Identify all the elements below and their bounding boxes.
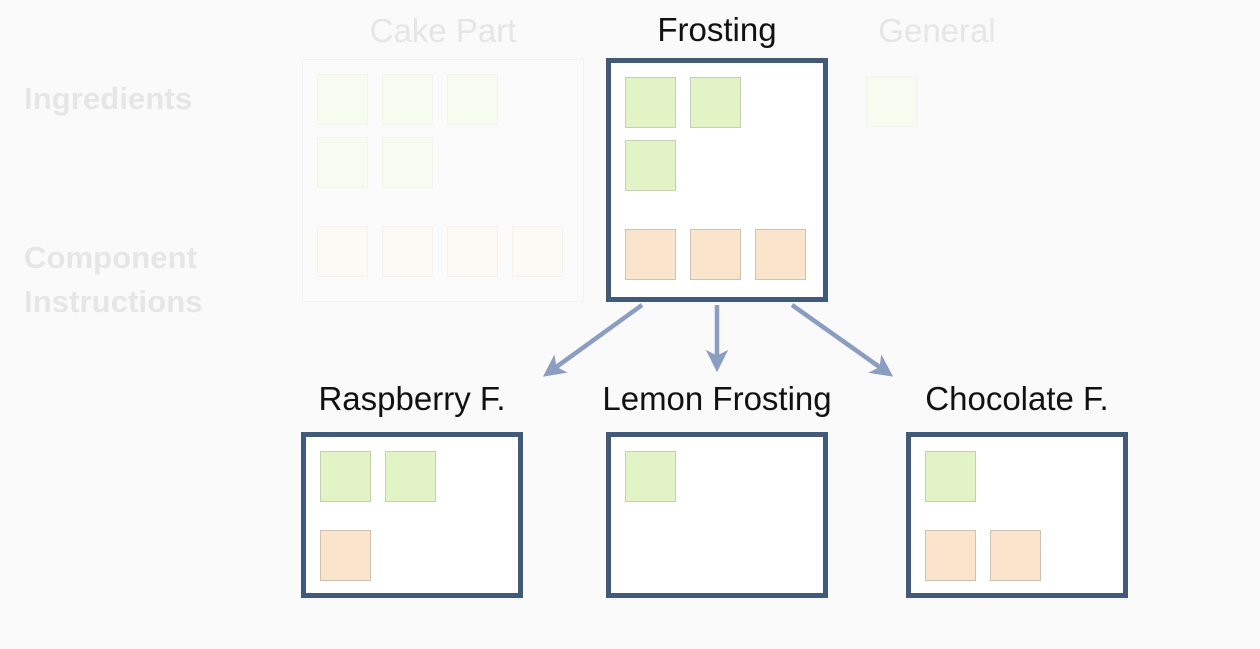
ingredient-chip-row bbox=[625, 77, 823, 128]
instruction-chip[interactable] bbox=[320, 530, 371, 581]
component-title-lemon-frosting[interactable]: Lemon Frosting bbox=[602, 380, 832, 417]
chip-grid-frosting bbox=[611, 63, 823, 297]
ingredient-chip-row bbox=[625, 140, 823, 191]
ingredient-chip[interactable] bbox=[625, 140, 676, 191]
column-header-frosting[interactable]: Frosting bbox=[657, 11, 777, 48]
component-box-frosting[interactable] bbox=[606, 58, 828, 302]
component-title-raspberry-frosting[interactable]: Raspberry F. bbox=[318, 380, 506, 417]
ingredient-chip-row bbox=[925, 451, 1123, 502]
row-label-component-instructions: Component Instructions bbox=[24, 240, 203, 320]
chip-row-gap bbox=[625, 128, 823, 140]
component-title-chocolate-frosting[interactable]: Chocolate F. bbox=[925, 380, 1109, 417]
instruction-chip[interactable] bbox=[925, 530, 976, 581]
instruction-chip[interactable] bbox=[382, 226, 433, 277]
ingredient-chip[interactable] bbox=[866, 76, 917, 127]
instruction-chip[interactable] bbox=[690, 229, 741, 280]
instruction-chip[interactable] bbox=[512, 226, 563, 277]
chip-row-gap bbox=[317, 125, 583, 137]
component-box-cake-part[interactable] bbox=[302, 59, 584, 302]
component-box-raspberry-frosting[interactable] bbox=[301, 432, 523, 598]
ingredient-chip-row bbox=[320, 451, 518, 502]
instruction-chip-row bbox=[625, 229, 823, 280]
arrow-frosting-to-chocolate bbox=[790, 303, 894, 377]
instruction-chip[interactable] bbox=[755, 229, 806, 280]
ingredient-chip-row bbox=[625, 451, 823, 502]
component-box-lemon-frosting[interactable] bbox=[606, 432, 828, 598]
instruction-chip[interactable] bbox=[625, 229, 676, 280]
instruction-chip-row bbox=[317, 226, 583, 277]
ingredient-chip[interactable] bbox=[690, 77, 741, 128]
chip-grid-chocolate-frosting bbox=[911, 437, 1123, 593]
row-label-ingredients: Ingredients bbox=[24, 81, 193, 116]
chip-grid-lemon-frosting bbox=[611, 437, 823, 593]
instruction-chip[interactable] bbox=[317, 226, 368, 277]
component-box-chocolate-frosting[interactable] bbox=[906, 432, 1128, 598]
ingredient-chip[interactable] bbox=[625, 77, 676, 128]
ingredient-chip[interactable] bbox=[317, 74, 368, 125]
column-header-cake-part[interactable]: Cake Part bbox=[369, 12, 517, 49]
ingredient-chip[interactable] bbox=[320, 451, 371, 502]
ingredient-chip[interactable] bbox=[382, 74, 433, 125]
ingredient-chip-row bbox=[317, 74, 583, 125]
section-gap bbox=[925, 502, 1123, 530]
ingredient-chip[interactable] bbox=[925, 451, 976, 502]
chip-grid-raspberry-frosting bbox=[306, 437, 518, 593]
instruction-chip[interactable] bbox=[447, 226, 498, 277]
section-gap bbox=[317, 188, 583, 226]
instruction-chip[interactable] bbox=[990, 530, 1041, 581]
section-gap bbox=[625, 191, 823, 229]
chip-grid-cake-part bbox=[303, 60, 583, 301]
arrow-frosting-to-raspberry bbox=[542, 303, 644, 377]
instruction-chip-row bbox=[320, 530, 518, 581]
instruction-chip-row bbox=[925, 530, 1123, 581]
column-header-general[interactable]: General bbox=[878, 12, 996, 49]
ingredient-chip[interactable] bbox=[382, 137, 433, 188]
ingredient-chip-row bbox=[317, 137, 583, 188]
section-gap bbox=[320, 502, 518, 530]
ingredient-chip[interactable] bbox=[625, 451, 676, 502]
ingredient-chip[interactable] bbox=[385, 451, 436, 502]
ingredient-chip[interactable] bbox=[447, 74, 498, 125]
ingredient-chip[interactable] bbox=[317, 137, 368, 188]
